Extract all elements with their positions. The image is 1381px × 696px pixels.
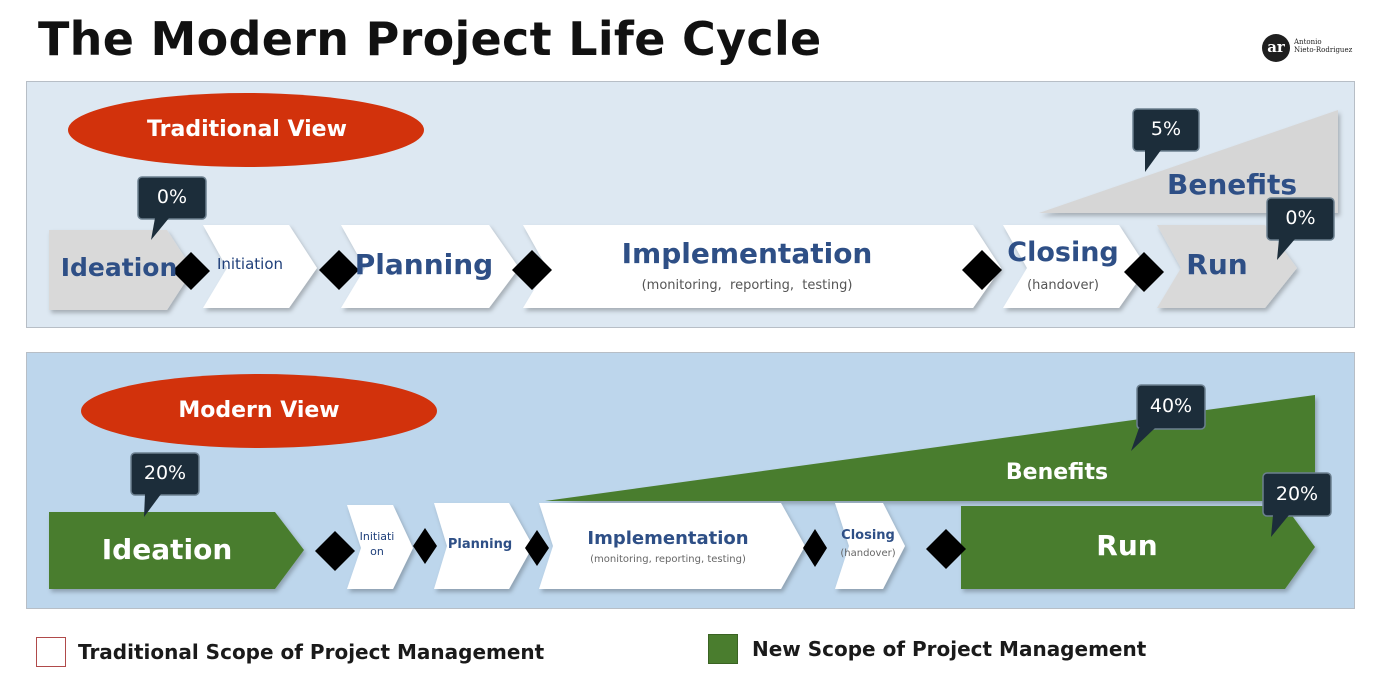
traditional-stage-closing [1003,225,1147,308]
traditional-planning-label: Planning [354,248,494,281]
traditional-callout-run-value: 0% [1285,207,1316,229]
modern-ideation-label: Ideation [101,533,233,566]
modern-stage-implementation [539,503,805,589]
traditional-callout-ideation [137,176,207,240]
modern-implementation-label: Implementation [587,528,749,549]
modern-stage-closing [835,503,905,589]
legend-modern-label: New Scope of Project Management [752,637,1147,661]
modern-milestone-1 [315,531,355,571]
modern-stage-initiation [347,505,413,589]
traditional-closing-label: Closing [1007,237,1119,268]
modern-milestone-5 [926,529,966,569]
modern-planning-label: Planning [447,537,513,552]
traditional-milestone-4 [962,250,1002,290]
traditional-diagram [49,93,1338,310]
traditional-closing-sub: (handover) [1027,278,1099,293]
modern-run-label: Run [1096,529,1158,562]
traditional-callout-run [1266,197,1335,260]
modern-callout-ideation-value: 20% [143,462,187,484]
modern-implementation-sub: (monitoring, reporting, testing) [590,554,746,565]
traditional-benefits-label: Benefits [1167,168,1298,201]
modern-callout-ideation [130,452,200,517]
page-title: The Modern Project Life Cycle [38,12,822,66]
traditional-stage-ideation [49,230,193,310]
traditional-initiation-label: Initiation [216,255,284,273]
logo-mark: ar [1262,34,1290,62]
modern-benefits-label: Benefits [1005,460,1109,485]
traditional-stage-run [1157,225,1297,308]
modern-callout-run-value: 20% [1275,483,1319,505]
traditional-callout-ideation-value: 0% [156,186,188,208]
modern-stage-ideation [49,512,304,589]
modern-closing-label: Closing [841,528,895,543]
logo-name-line2: Nieto-Rodriguez [1294,46,1353,54]
logo-name: Antonio Nieto-Rodriguez [1294,38,1374,54]
modern-callout-benefits-value: 40% [1149,395,1193,417]
modern-diagram [49,374,1332,589]
modern-benefits-wedge [545,395,1315,501]
modern-callout-run [1262,472,1332,537]
modern-stage-planning [434,503,533,589]
traditional-stage-implementation [523,225,1001,308]
legend-traditional-swatch [36,637,66,667]
traditional-milestone-2 [319,250,359,290]
modern-closing-sub: (handover) [840,548,896,559]
traditional-benefits-wedge [1039,110,1338,213]
modern-view-oval [81,374,437,448]
modern-milestone-2 [413,528,437,564]
modern-view-label: Modern View [178,398,340,423]
traditional-implementation-label: Implementation [621,237,873,270]
modern-initiation-line2: on [370,545,384,558]
traditional-stage-initiation [203,225,317,308]
traditional-milestone-5 [1124,252,1164,292]
modern-callout-benefits [1131,384,1206,451]
modern-initiation-label: Initiati on [351,529,403,559]
traditional-stage-planning [341,225,519,308]
traditional-view-oval [68,93,424,167]
traditional-callout-benefits-value: 5% [1150,118,1182,140]
author-logo: ar Antonio Nieto-Rodriguez [1262,34,1372,62]
legend-traditional-label: Traditional Scope of Project Management [78,640,545,664]
modern-stage-run [961,506,1315,589]
traditional-view-panel: Traditional View Benefits Ideation Initi… [26,81,1355,328]
legend-modern-swatch [708,634,738,664]
traditional-callout-benefits [1132,108,1200,172]
traditional-ideation-label: Ideation [60,253,178,282]
traditional-run-label: Run [1186,248,1248,281]
modern-view-panel: Modern View Benefits Ideation Initiati o… [26,352,1355,609]
traditional-milestone-1 [172,252,210,290]
modern-milestone-4 [803,529,827,567]
logo-name-line1: Antonio [1294,38,1322,46]
traditional-milestone-3 [512,250,552,290]
traditional-view-label: Traditional View [147,117,347,142]
modern-initiation-line1: Initiati [359,530,395,543]
traditional-implementation-sub: (monitoring, reporting, testing) [641,278,853,293]
modern-milestone-3 [525,530,549,566]
